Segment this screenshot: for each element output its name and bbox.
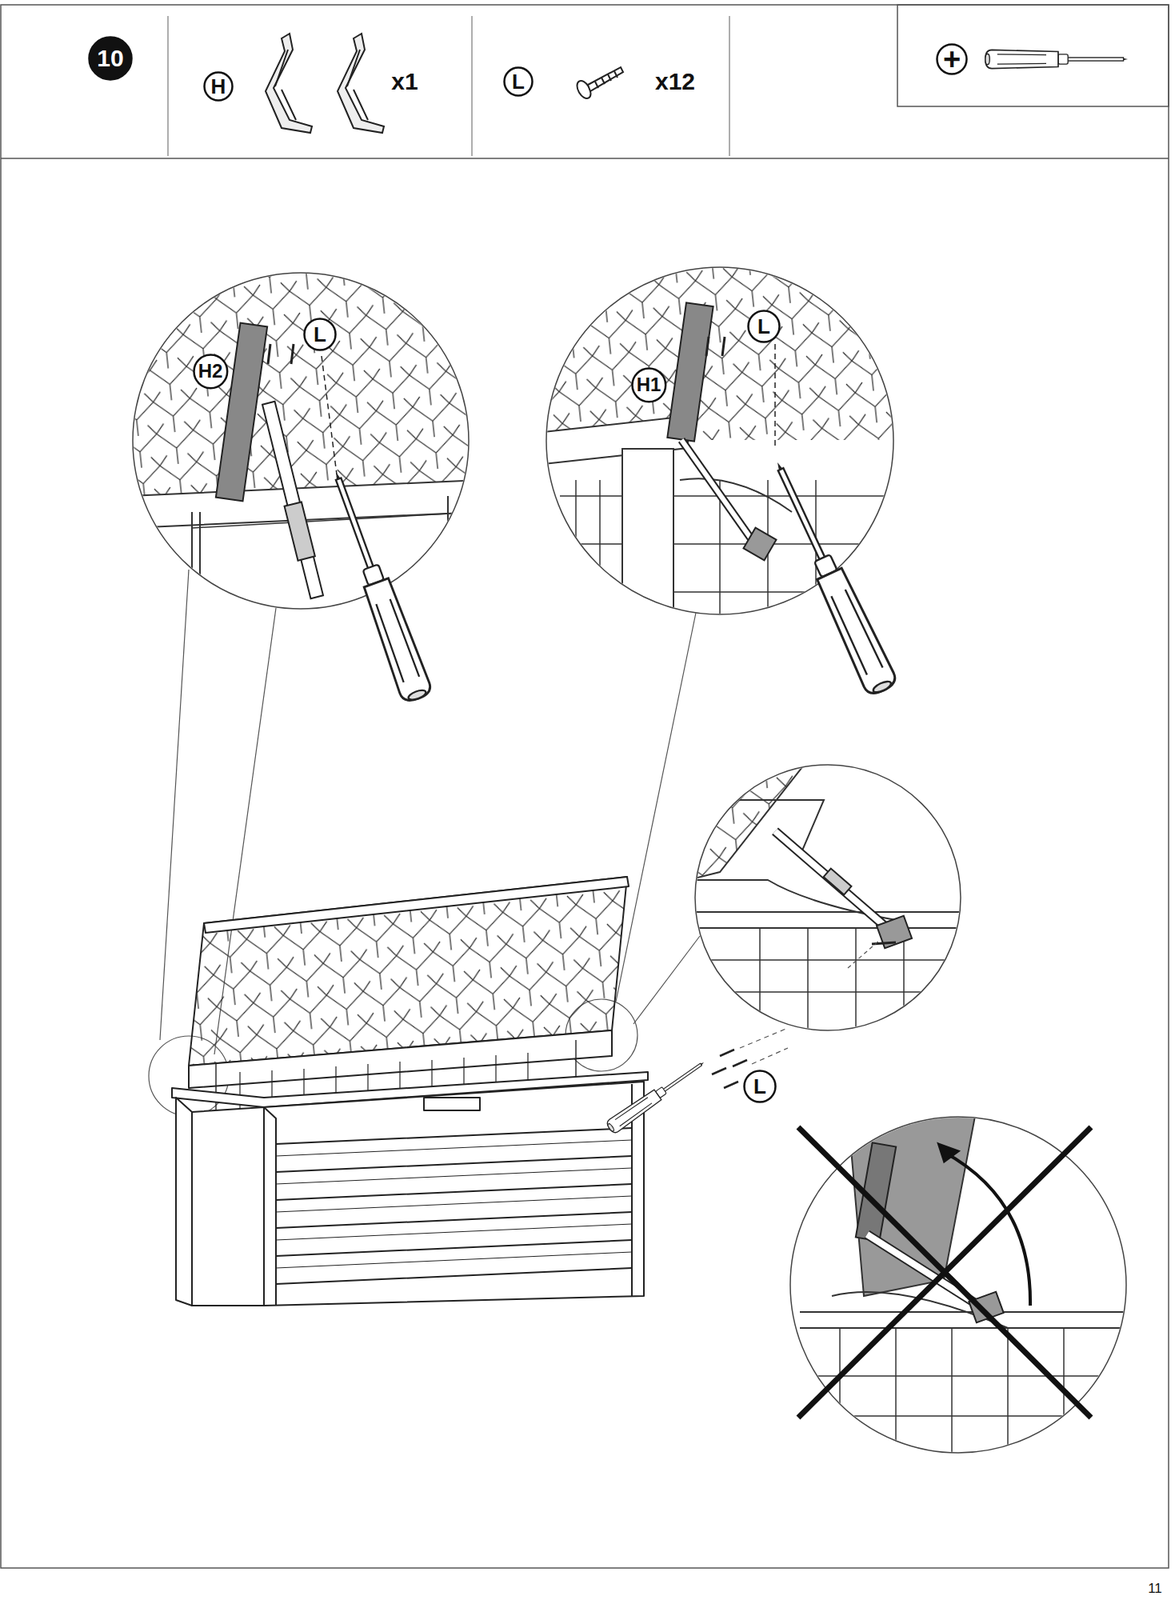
callout-circle: L <box>503 66 534 97</box>
callout-text: L <box>503 66 534 97</box>
callout-text: H <box>203 71 234 102</box>
callout-text: + <box>935 43 968 76</box>
callout-circle: L <box>303 317 337 352</box>
callout-text: H1 <box>631 367 668 404</box>
page-number: 11 <box>1147 1580 1163 1597</box>
callout-circle: L <box>747 309 781 344</box>
callout-text: L <box>747 309 781 344</box>
callout-circle: + <box>935 43 968 76</box>
callout-text: H2 <box>192 353 229 390</box>
callout-circle: H2 <box>192 353 229 390</box>
callout-circle: H <box>203 71 234 102</box>
quantity-label: x12 <box>655 67 696 96</box>
step-number: 10 <box>87 35 133 81</box>
callout-text: L <box>743 1069 777 1104</box>
callout-circle: L <box>743 1069 777 1104</box>
quantity-label: x1 <box>391 67 418 96</box>
callout-circle: H1 <box>631 367 668 404</box>
callout-text: L <box>303 317 337 352</box>
callout-text: 10 <box>87 35 133 81</box>
